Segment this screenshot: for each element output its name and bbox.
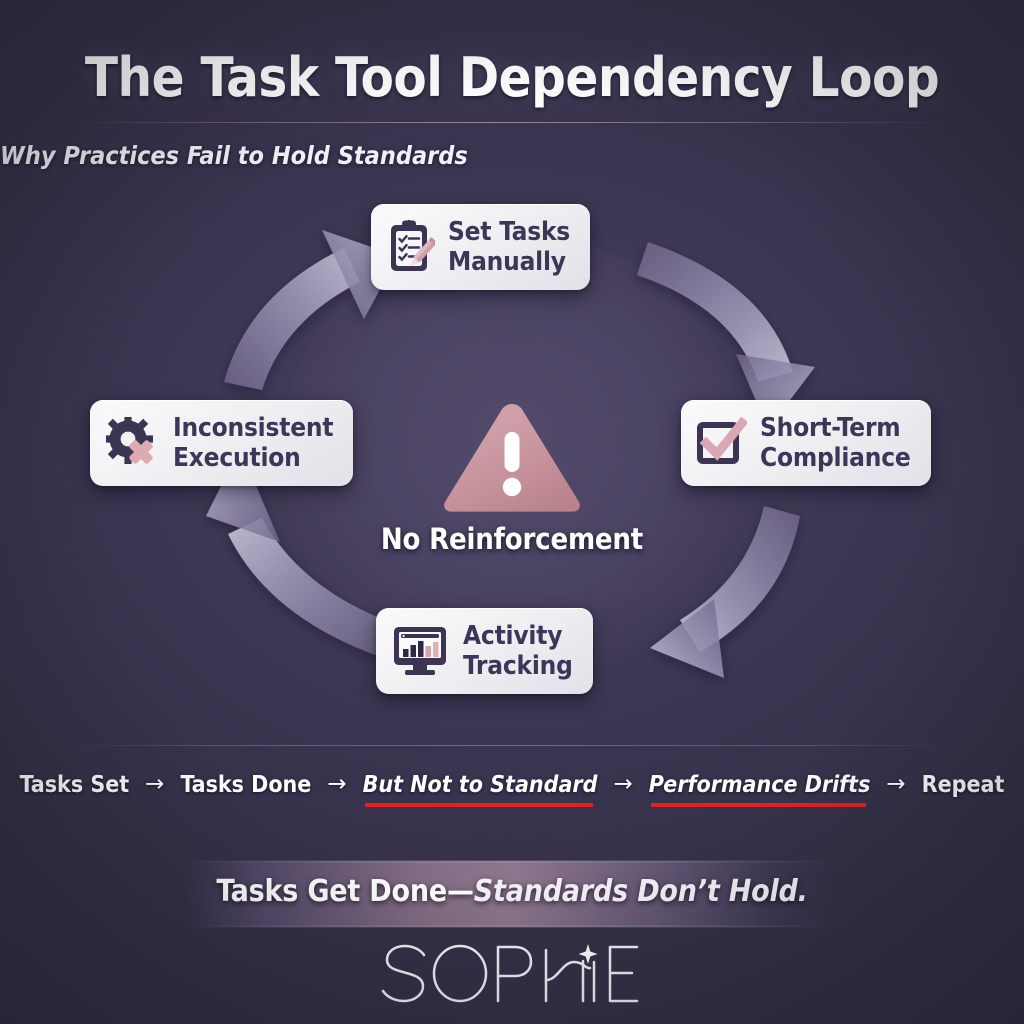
flow-step-but-not-to-standard: But Not to Standard bbox=[363, 772, 597, 807]
page-subtitle: Why Practices Fail to Hold Standards bbox=[0, 141, 468, 170]
tagline-band bbox=[184, 861, 840, 927]
checkbox-check-icon bbox=[697, 417, 747, 465]
node-label: Short-Term Compliance bbox=[760, 413, 911, 474]
flow-step-tasks-done: Tasks Done bbox=[180, 772, 312, 798]
node-inconsistent-execution[interactable]: Inconsistent Execution bbox=[90, 400, 354, 487]
flow-step-performance-drifts: Performance Drifts bbox=[649, 772, 870, 807]
clipboard-checklist-pencil-icon bbox=[391, 220, 435, 272]
cycle-diagram: Set Tasks Manually Short-Term Compliance bbox=[0, 186, 1024, 732]
gear-x-icon bbox=[106, 417, 153, 465]
arrow-top-right bbox=[637, 242, 815, 429]
flow-step-repeat: Repeat bbox=[921, 772, 1005, 798]
page-title: The Task Tool Dependency Loop bbox=[84, 46, 940, 109]
sophie-wordmark-icon bbox=[381, 944, 639, 1003]
node-label: Inconsistent Execution bbox=[173, 413, 334, 474]
node-activity-tracking[interactable]: Activity Tracking bbox=[376, 608, 593, 695]
flow-arrow-icon: → bbox=[327, 771, 347, 797]
arrow-bottom-right bbox=[650, 506, 800, 678]
warning-triangle-icon bbox=[444, 404, 580, 512]
flow-sequence: Tasks Set → Tasks Done → But Not to Stan… bbox=[0, 772, 1024, 807]
flow-arrow-icon: → bbox=[886, 771, 906, 797]
flow-step-tasks-set: Tasks Set bbox=[19, 772, 130, 798]
flow-arrow-icon: → bbox=[613, 771, 633, 797]
tagline: Tasks Get Done—Standards Don’t Hold. bbox=[0, 874, 1024, 909]
node-set-tasks-manually[interactable]: Set Tasks Manually bbox=[371, 204, 591, 291]
node-label: Activity Tracking bbox=[463, 621, 573, 682]
flow-arrow-icon: → bbox=[145, 771, 165, 797]
arrow-bottom-left bbox=[206, 448, 390, 656]
center-warning-label: No Reinforcement bbox=[380, 522, 644, 556]
tagline-part-one: Tasks Get Done— bbox=[216, 874, 474, 909]
node-label: Set Tasks Manually bbox=[448, 217, 571, 278]
header: The Task Tool Dependency Loop bbox=[0, 0, 1024, 109]
sparkle-icon bbox=[578, 944, 598, 964]
monitor-bar-chart-icon bbox=[394, 627, 446, 676]
node-short-term-compliance[interactable]: Short-Term Compliance bbox=[681, 400, 931, 487]
title-divider bbox=[72, 122, 952, 123]
brand-logo bbox=[0, 938, 1024, 1012]
center-warning-block: No Reinforcement bbox=[0, 398, 1024, 556]
flow-divider bbox=[64, 745, 960, 746]
tagline-part-two: Standards Don’t Hold. bbox=[473, 874, 808, 909]
